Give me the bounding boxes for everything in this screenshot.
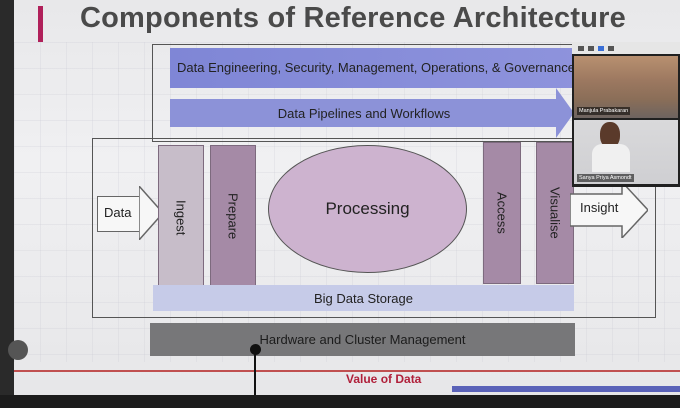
layout-icon[interactable] (608, 45, 614, 51)
ingest-stage: Ingest (158, 145, 204, 290)
pipelines-band: Data Pipelines and Workflows (170, 99, 558, 127)
architecture-frame (92, 138, 656, 318)
access-label: Access (494, 192, 510, 234)
footer-title: Value of Data (346, 372, 422, 386)
pointer-stick (254, 346, 256, 398)
restore-icon[interactable] (588, 45, 594, 51)
hardware-band: Hardware and Cluster Management (150, 323, 575, 356)
prepare-stage: Prepare (210, 145, 256, 287)
participant-tile[interactable]: Manjula Prabakaran (574, 56, 678, 118)
footer-divider (14, 370, 680, 372)
data-input-label: Data (104, 205, 132, 220)
insight-arrow (570, 182, 648, 238)
screen-bezel (0, 0, 14, 408)
pipelines-arrow-head (556, 88, 574, 138)
title-accent-bar (38, 6, 43, 42)
participant-body (592, 144, 630, 172)
ingest-label: Ingest (173, 199, 189, 236)
prepare-label: Prepare (225, 192, 241, 240)
processing-label: Processing (325, 199, 410, 218)
grid-view-icon[interactable] (598, 45, 604, 51)
data-arrow-head (139, 186, 163, 240)
participant-name: Manjula Prabakaran (577, 107, 631, 115)
video-panel-toolbar (572, 42, 680, 54)
visualise-stage: Visualise (536, 142, 574, 284)
visualise-label: Visualise (547, 187, 563, 239)
footer-accent (452, 386, 680, 392)
slide-title: Components of Reference Architecture (80, 2, 626, 34)
access-stage: Access (483, 142, 521, 284)
pen-tool-icon[interactable] (8, 340, 28, 360)
participant-tile[interactable]: Sanya Priya Asmondt (574, 120, 678, 184)
participant-avatar (600, 122, 620, 148)
minimize-icon[interactable] (578, 45, 584, 51)
video-call-panel: Manjula Prabakaran Sanya Priya Asmondt (572, 42, 680, 187)
participant-name: Sanya Priya Asmondt (577, 174, 634, 182)
big-data-storage: Big Data Storage (153, 285, 574, 311)
insight-label: Insight (580, 200, 619, 215)
governance-band: Data Engineering, Security, Management, … (170, 48, 582, 88)
data-input-arrow (97, 196, 140, 232)
processing-ellipse: Processing (268, 145, 467, 273)
screen-bezel-bottom (0, 395, 680, 408)
